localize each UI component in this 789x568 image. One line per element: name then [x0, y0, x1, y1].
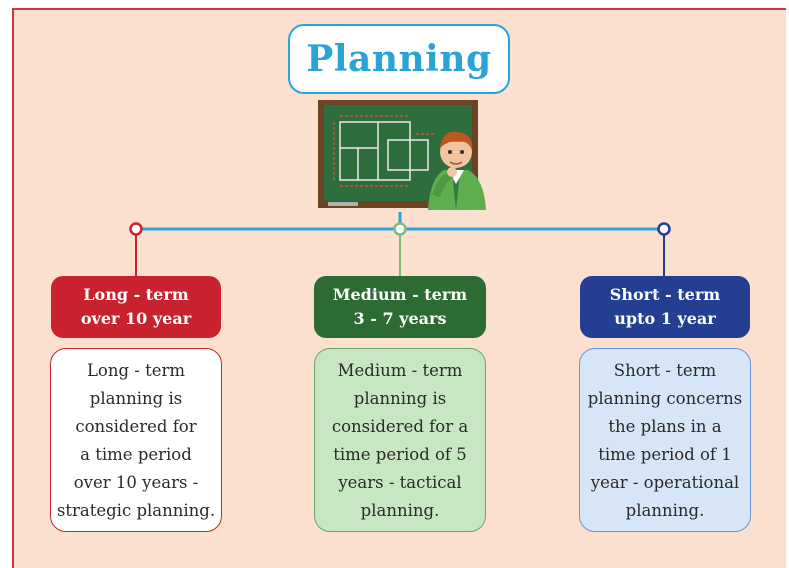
short-term-header-line-1: Short - term — [609, 285, 721, 304]
medium-term-desc-line: years - tactical — [338, 473, 462, 492]
medium-term-desc-line: considered for a — [331, 417, 469, 436]
medium-term-header-line-2: 3 - 7 years — [353, 309, 447, 328]
teacher-at-chalkboard-icon — [318, 100, 486, 210]
short-term-desc-line: year - operational — [590, 473, 740, 492]
long-term-desc-line: a time period — [80, 445, 192, 464]
long-term-header: Long - term over 10 year — [51, 276, 221, 338]
medium-term-desc-line: Medium - term — [337, 361, 463, 380]
short-term-description: Short - term planning concerns the plans… — [579, 348, 751, 532]
long-term-desc-line: planning is — [89, 389, 183, 408]
medium-term-desc-line: planning. — [360, 501, 440, 520]
long-term-desc-line: Long - term — [86, 361, 186, 380]
title-box: Planning — [288, 24, 510, 94]
medium-term-header-line-1: Medium - term — [332, 285, 468, 304]
short-term-desc-line: the plans in a — [608, 417, 722, 436]
short-term-desc-line: planning concerns — [587, 389, 743, 408]
title-text: Planning — [306, 38, 492, 80]
short-term-header: Short - term upto 1 year — [580, 276, 750, 338]
short-term-header-line-2: upto 1 year — [614, 309, 716, 328]
medium-term-header: Medium - term 3 - 7 years — [314, 276, 486, 338]
long-term-header-line-2: over 10 year — [80, 309, 192, 328]
short-term-desc-line: planning. — [625, 501, 705, 520]
medium-term-description: Medium - term planning is considered for… — [314, 348, 486, 532]
medium-term-desc-line: time period of 5 — [333, 445, 467, 464]
long-term-desc-line: over 10 years - — [73, 473, 199, 492]
short-term-desc-line: Short - term — [613, 361, 717, 380]
node-short — [657, 222, 671, 236]
long-term-desc-line: considered for — [75, 417, 197, 436]
short-term-desc-line: time period of 1 — [598, 445, 732, 464]
node-long — [129, 222, 143, 236]
medium-term-desc-line: planning is — [353, 389, 447, 408]
long-term-desc-line: strategic planning. — [56, 501, 216, 520]
long-term-description: Long - term planning is considered for a… — [50, 348, 222, 532]
long-term-header-line-1: Long - term — [83, 285, 189, 304]
node-medium — [393, 222, 407, 236]
